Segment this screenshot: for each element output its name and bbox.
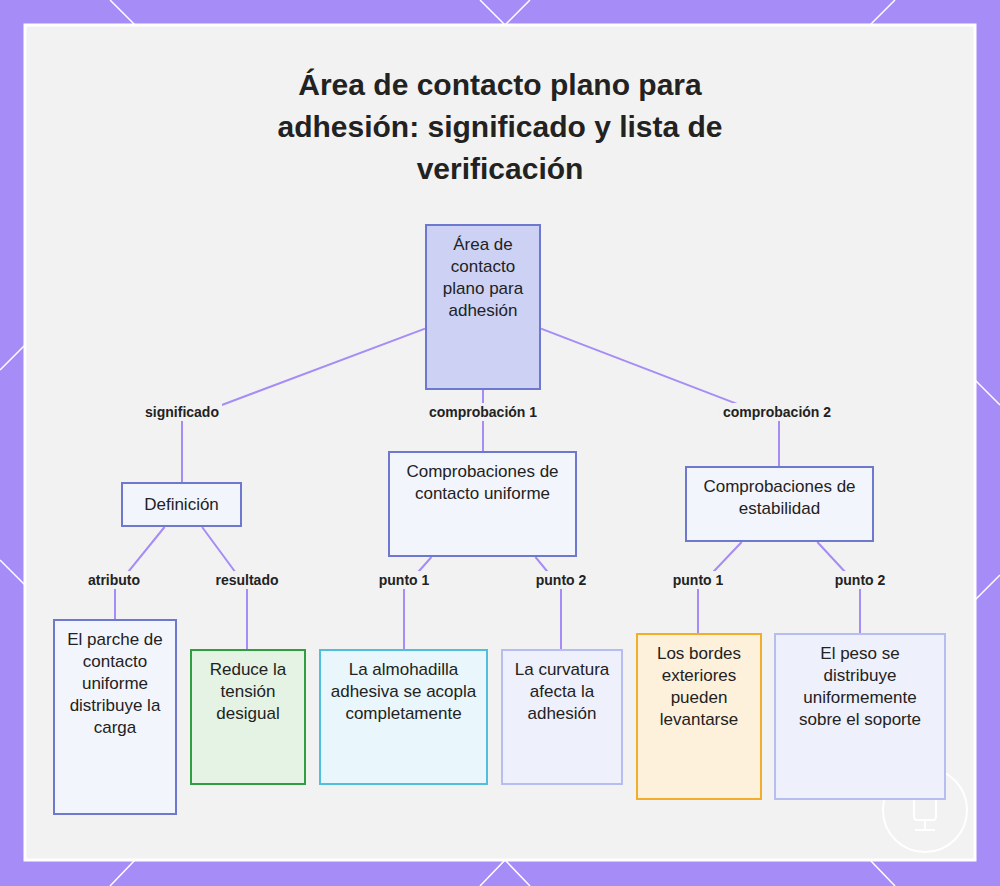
concept-box: Definición xyxy=(121,482,242,527)
concept-box: El peso se distribuye uniformemente sobr… xyxy=(774,633,946,800)
edge-label: punto 2 xyxy=(533,571,590,589)
diagram-title: Área de contacto plano para adhesión: si… xyxy=(250,64,750,190)
concept-box: La almohadilla adhesiva se acopla comple… xyxy=(319,649,488,785)
concept-box: Comprobaciones de contacto uniforme xyxy=(388,451,577,557)
node-text: Comprobaciones de estabilidad xyxy=(693,476,866,520)
connector-line xyxy=(541,329,779,466)
concept-box: Comprobaciones de estabilidad xyxy=(685,466,874,542)
node-text: El peso se distribuye uniformemente sobr… xyxy=(782,643,938,731)
edge-label: comprobación 1 xyxy=(426,403,540,421)
edge-label: atributo xyxy=(85,571,143,589)
edge-label: punto 1 xyxy=(670,571,727,589)
concept-box: La curvatura afecta la adhesión xyxy=(501,649,623,785)
edge-label: resultado xyxy=(212,571,281,589)
edge-label: significado xyxy=(142,403,222,421)
node-text: La almohadilla adhesiva se acopla comple… xyxy=(327,659,480,725)
node-text: El parche de contacto uniforme distribuy… xyxy=(61,629,169,739)
node-text: Los bordes exteriores pueden levantarse xyxy=(644,643,754,731)
concept-box: Área de contacto plano para adhesión xyxy=(425,224,541,390)
edge-label: punto 2 xyxy=(832,571,889,589)
concept-box: Los bordes exteriores pueden levantarse xyxy=(636,633,762,800)
node-text: Definición xyxy=(144,494,219,516)
node-text: Área de contacto plano para adhesión xyxy=(433,234,533,322)
node-text: Comprobaciones de contacto uniforme xyxy=(396,461,569,505)
node-text: Reduce la tensión desigual xyxy=(198,659,298,725)
node-text: La curvatura afecta la adhesión xyxy=(509,659,615,725)
panel xyxy=(25,25,975,860)
edge-label: comprobación 2 xyxy=(720,403,834,421)
concept-box: Reduce la tensión desigual xyxy=(190,649,306,785)
concept-box: El parche de contacto uniforme distribuy… xyxy=(53,619,177,815)
edge-label: punto 1 xyxy=(376,571,433,589)
